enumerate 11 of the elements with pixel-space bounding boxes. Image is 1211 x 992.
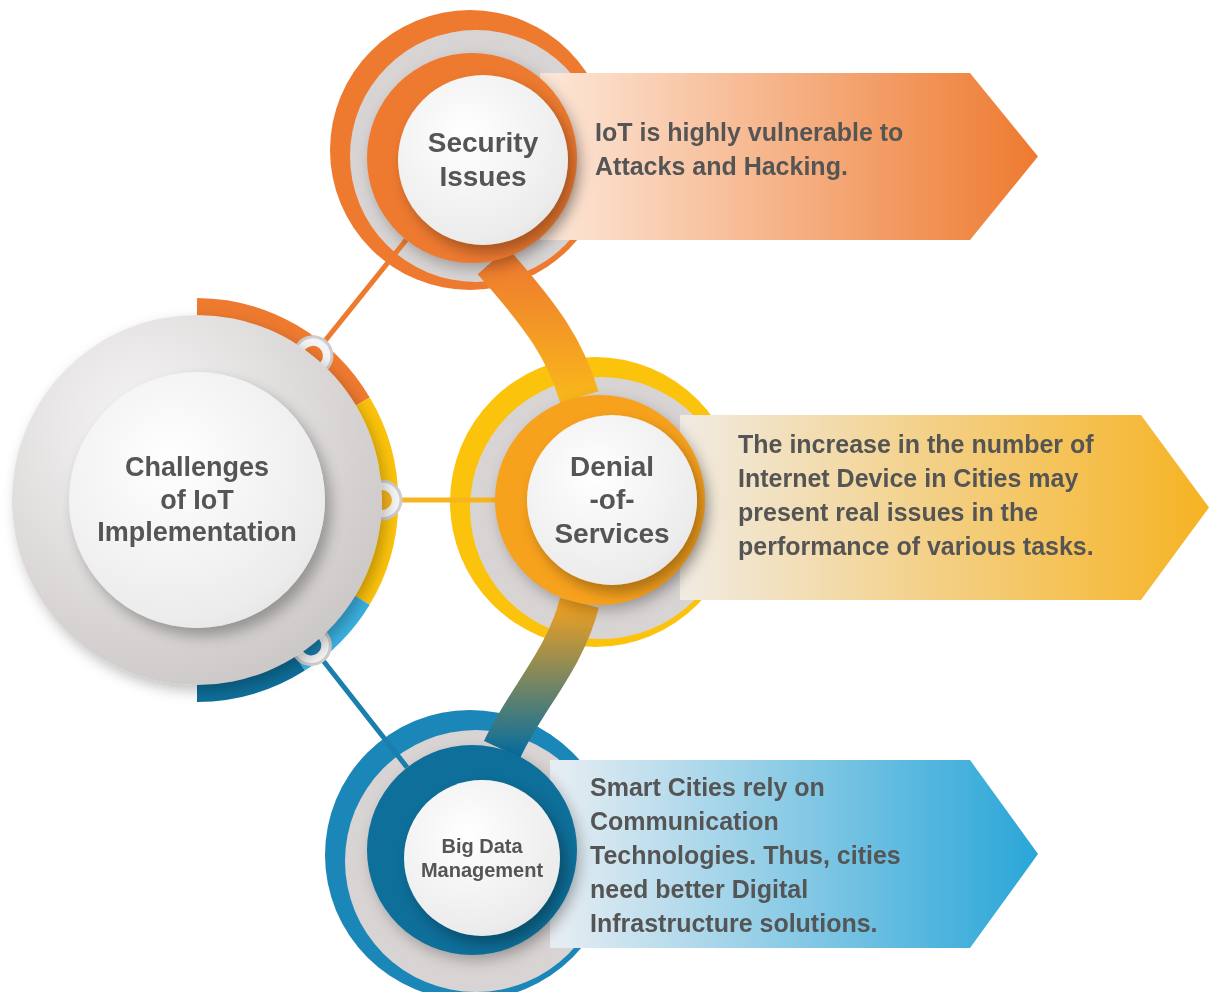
- description-text: IoT is highly vulnerable to Attacks and Hacking.: [595, 117, 905, 182]
- description-text: Smart Cities rely on Communication Technologies. Thus, cities need better Digital Infrastructure solutions.: [590, 772, 902, 939]
- arrow-banner: [680, 415, 1211, 600]
- circle-title: Security Issues: [426, 126, 540, 194]
- circle-title: Denial -of- Services: [553, 449, 671, 551]
- arrow-banner: [550, 760, 1040, 948]
- arrow-banner: [540, 73, 1040, 240]
- description-text: The increase in the number of Internet Device in Cities may present real issues in the performance of various tasks.: [738, 429, 1095, 562]
- connector-band: [484, 597, 599, 759]
- circle-title: Big Data Management: [419, 834, 545, 882]
- circle-title: Challenges of IoT Implementation: [96, 451, 298, 549]
